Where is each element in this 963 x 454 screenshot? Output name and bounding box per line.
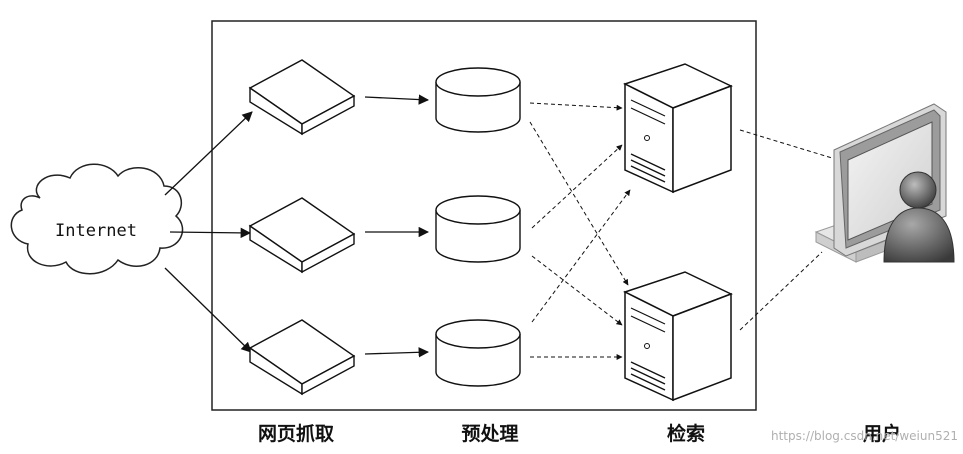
preprocess-cylinder-3: [435, 319, 521, 387]
stage-label-preprocess: 预处理: [461, 422, 518, 445]
preprocess-to-server-arrows: [529, 102, 631, 360]
internet-cloud: Internet: [10, 163, 184, 275]
preprocess-cylinder-1: [435, 67, 521, 133]
server-to-user-lines: [739, 129, 833, 331]
crawler-node-2: [248, 197, 356, 274]
stage-label-user: 用户: [863, 422, 901, 445]
stage-label-index: 检索: [667, 422, 705, 445]
watermark-text: https://blog.csdn.net/weiun521: [771, 429, 958, 443]
crawler-node-1: [248, 59, 356, 136]
crawler-node-3: [248, 319, 356, 396]
stage-label-crawl: 网页抓取: [258, 422, 334, 445]
user-workstation-icon: [814, 103, 955, 263]
crawler-to-preprocess-arrows: [364, 94, 430, 358]
cloud-to-crawler-arrows: [164, 111, 253, 353]
system-boundary-box: [211, 20, 757, 411]
index-server-1: [623, 63, 733, 194]
internet-label: Internet: [55, 221, 137, 241]
preprocess-cylinder-2: [435, 195, 521, 263]
index-server-2: [623, 271, 733, 402]
